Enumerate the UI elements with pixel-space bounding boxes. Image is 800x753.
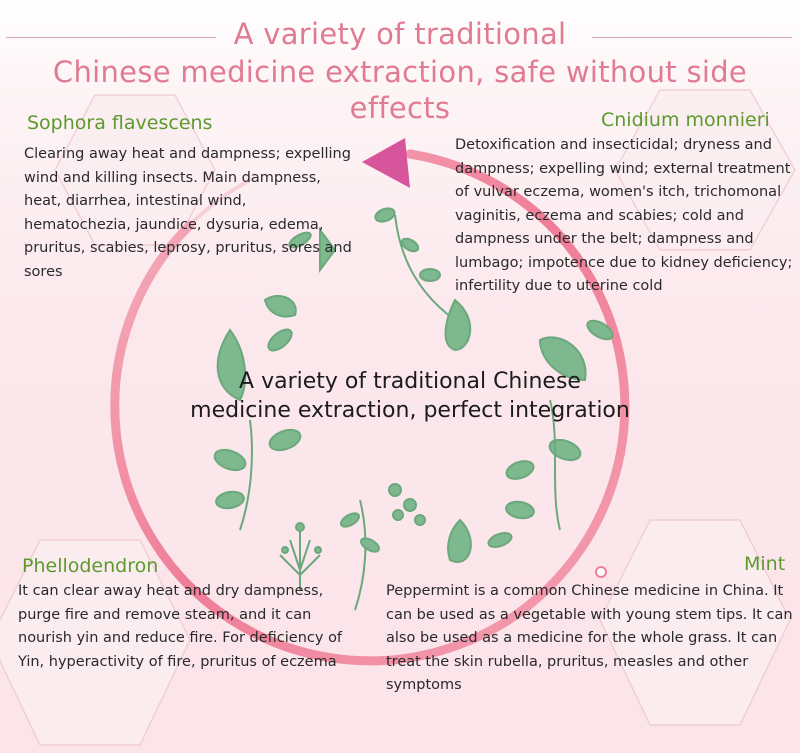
header-rule-left <box>6 37 216 38</box>
header-rule-right <box>592 37 792 38</box>
circular-arrow-icon <box>110 138 630 666</box>
hexagon-frame-icon <box>0 539 191 746</box>
page-title-line2: Chinese medicine extraction, safe withou… <box>52 55 748 125</box>
herb-title-mint: Mint <box>744 553 786 575</box>
center-caption-line2: medicine extraction, perfect integration <box>190 398 630 423</box>
herb-title-sophora: Sophora flavescens <box>27 112 213 134</box>
hexagon-frame-icon <box>614 89 796 251</box>
center-caption: A variety of traditional Chinese medicin… <box>140 367 680 425</box>
herb-description-sophora: Clearing away heat and dampness; expelli… <box>24 146 352 280</box>
page-title-line1: A variety of traditional <box>233 17 567 51</box>
herb-title-phellodendron: Phellodendron <box>22 555 159 577</box>
herb-title-cnidium: Cnidium monnieri <box>601 109 770 131</box>
herb-description-mint: Peppermint is a common Chinese medicine … <box>386 583 793 693</box>
hexagon-frame-icon <box>599 519 791 726</box>
herb-illustration-icon <box>213 207 614 611</box>
herb-description-cnidium: Detoxification and insecticidal; dryness… <box>455 137 793 294</box>
center-caption-line1: A variety of traditional Chinese <box>239 369 581 394</box>
herb-description-phellodendron: It can clear away heat and dry dampness,… <box>18 583 343 670</box>
